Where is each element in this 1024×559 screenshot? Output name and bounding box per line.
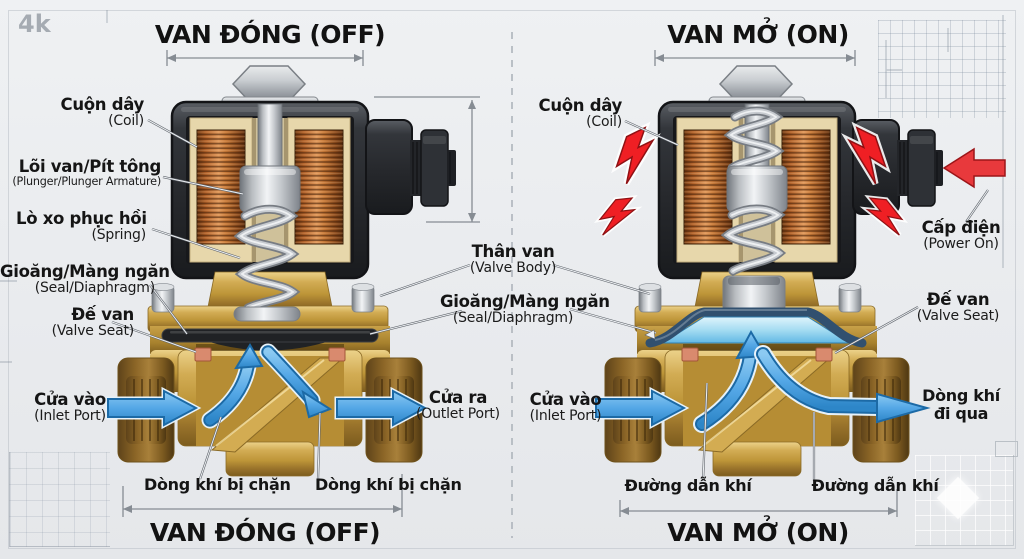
label-seal-left: Gioăng/Màng ngăn (Seal/Diaphragm) <box>0 262 170 297</box>
label-spring-vi: Lò xo phục hồi <box>16 209 147 228</box>
label-blocked-flow-right: Dòng khí bị chặn <box>315 475 462 494</box>
title-on-bottom: VAN MỞ (ON) <box>667 518 849 547</box>
label-inlet-right-vi: Cửa vào <box>529 390 602 409</box>
label-valve-body: Thân van (Valve Body) <box>440 242 586 277</box>
label-valve-body-en: (Valve Body) <box>469 260 557 277</box>
label-blocked-flow-right-text: Dòng khí bị chặn <box>315 475 462 494</box>
title-off-bottom: VAN ĐÓNG (OFF) <box>149 518 381 547</box>
label-blocked-flow-left-text: Dòng khí bị chặn <box>144 475 291 494</box>
label-air-path-left: Đường dẫn khí <box>621 477 755 495</box>
dimension-arrowheads <box>123 54 897 515</box>
plunger-foot <box>233 306 301 322</box>
label-plunger-en: (Plunger/Plunger Armature) <box>12 175 161 189</box>
label-valve-seat-left-vi: Đế van <box>71 305 134 324</box>
label-flow-through-line2: đi qua <box>933 403 989 423</box>
resolution-watermark: 4k <box>18 10 51 38</box>
label-coil-right: Cuộn dây (Coil) <box>492 96 623 131</box>
label-coil-right-en: (Coil) <box>586 114 622 131</box>
label-inlet-left-vi: Cửa vào <box>34 390 106 409</box>
title-on-top: VAN MỞ (ON) <box>667 20 849 49</box>
label-spring: Lò xo phục hồi (Spring) <box>16 209 147 244</box>
inlet-flow-arrow <box>107 389 199 427</box>
label-seal-left-vi: Gioăng/Màng ngăn <box>0 262 170 281</box>
label-outlet-vi: Cửa ra <box>428 388 488 407</box>
seal-leader-arrowhead <box>644 329 656 340</box>
valve-diagram-on <box>593 64 1006 478</box>
label-power-on: Cấp điện (Power On) <box>905 218 1017 253</box>
inlet-flow-arrow <box>595 389 687 427</box>
label-blocked-flow-left: Dòng khí bị chặn <box>144 475 291 494</box>
blueprint-grid-bottom-left <box>9 452 110 547</box>
label-valve-seat-right: Đế van (Valve Seat) <box>902 290 1014 325</box>
plunger-foot-lifted <box>722 275 786 313</box>
label-seal-middle-en: (Seal/Diaphragm) <box>452 310 574 327</box>
blueprint-tick-marks <box>0 10 1004 363</box>
label-power-on-vi: Cấp điện <box>921 218 1001 237</box>
label-coil-left-vi: Cuộn dây <box>60 95 145 114</box>
blueprint-corner-box <box>995 441 1018 457</box>
outlet-flow-arrow <box>336 389 428 427</box>
label-air-path-right-text: Đường dẫn khí <box>811 476 939 495</box>
blocked-up-arrowhead <box>234 343 264 370</box>
label-seal-left-en: (Seal/Diaphragm) <box>34 280 155 297</box>
label-flow-through-line1: Dòng khí <box>922 386 1000 405</box>
diaphragm-open <box>645 307 867 348</box>
blueprint-grid-top-right <box>878 20 1006 118</box>
blueprint-frame <box>8 10 1016 549</box>
title-off-top: VAN ĐÓNG (OFF) <box>154 20 386 49</box>
flow-arrows-blocked <box>105 343 431 430</box>
label-plunger-vi: Lõi van/Pít tông <box>18 157 162 176</box>
outlet-flow-arrowhead <box>876 392 931 424</box>
return-spring <box>233 204 301 313</box>
label-flow-through: Dòng khí đi qua <box>905 387 1017 423</box>
valve-diagram-off <box>105 64 458 478</box>
label-inlet-right: Cửa vào (Inlet Port) <box>518 390 613 425</box>
label-air-path-left-text: Đường dẫn khí <box>624 476 752 495</box>
return-spring-bottom <box>720 204 787 276</box>
blueprint-grid-bottom-right <box>915 455 1014 546</box>
plunger-shaft <box>257 103 283 171</box>
label-coil-left-en: (Coil) <box>108 113 144 130</box>
label-valve-seat-right-vi: Đế van <box>926 290 990 309</box>
label-valve-body-vi: Thân van <box>471 242 555 261</box>
label-valve-seat-left-en: (Valve Seat) <box>51 323 135 340</box>
label-coil-left: Cuộn dây (Coil) <box>4 95 145 130</box>
label-valve-seat-right-en: (Valve Seat) <box>916 308 1000 325</box>
label-valve-seat-left: Đế van (Valve Seat) <box>22 305 135 340</box>
label-spring-en: (Spring) <box>91 227 146 244</box>
plunger <box>726 165 788 213</box>
flow-arrows-open <box>593 329 931 433</box>
label-seal-middle-vi: Gioăng/Màng ngăn <box>440 292 610 311</box>
label-air-path-right: Đường dẫn khí <box>808 477 942 495</box>
label-inlet-left: Cửa vào (Inlet Port) <box>24 390 116 425</box>
label-seal-middle: Gioăng/Màng ngăn (Seal/Diaphragm) <box>440 292 610 327</box>
label-outlet: Cửa ra (Outlet Port) <box>415 388 501 423</box>
return-spring-top <box>723 106 785 173</box>
label-outlet-en: (Outlet Port) <box>416 406 500 423</box>
label-plunger: Lõi van/Pít tông (Plunger/Plunger Armatu… <box>0 157 162 189</box>
label-inlet-left-en: (Inlet Port) <box>34 408 106 425</box>
power-arrow <box>942 147 1006 189</box>
label-coil-right-vi: Cuộn dây <box>538 96 623 115</box>
leader-lines <box>111 119 989 482</box>
label-power-on-en: (Power On) <box>923 236 999 253</box>
label-inlet-right-en: (Inlet Port) <box>529 408 602 425</box>
